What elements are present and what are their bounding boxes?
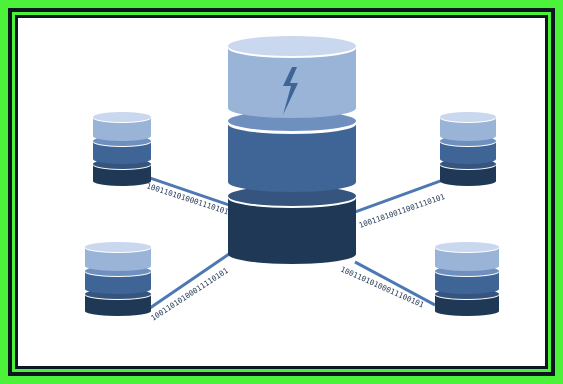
link-binary-bottom-right: 10011010100011100101 <box>339 265 425 310</box>
link-binary-top-right: 10011010011001110101 <box>358 192 446 230</box>
link-line-bottom-left <box>149 250 233 310</box>
link-line-top-left <box>149 176 233 208</box>
lightning-icon <box>283 67 298 115</box>
link-binary-bottom-left: 10011010100011110101 <box>149 266 230 323</box>
link-line-bottom-right <box>354 260 436 307</box>
database-icon-bottom-right <box>435 242 499 316</box>
database-icon-top-left <box>93 112 151 186</box>
link-binary-top-left: 10011010100011101011 <box>145 181 234 217</box>
database-lightning-icon <box>228 36 356 264</box>
link-line-top-right <box>354 178 444 214</box>
database-icon-bottom-left <box>85 242 151 316</box>
database-icon-top-right <box>440 112 496 186</box>
connection-lines <box>149 176 444 310</box>
